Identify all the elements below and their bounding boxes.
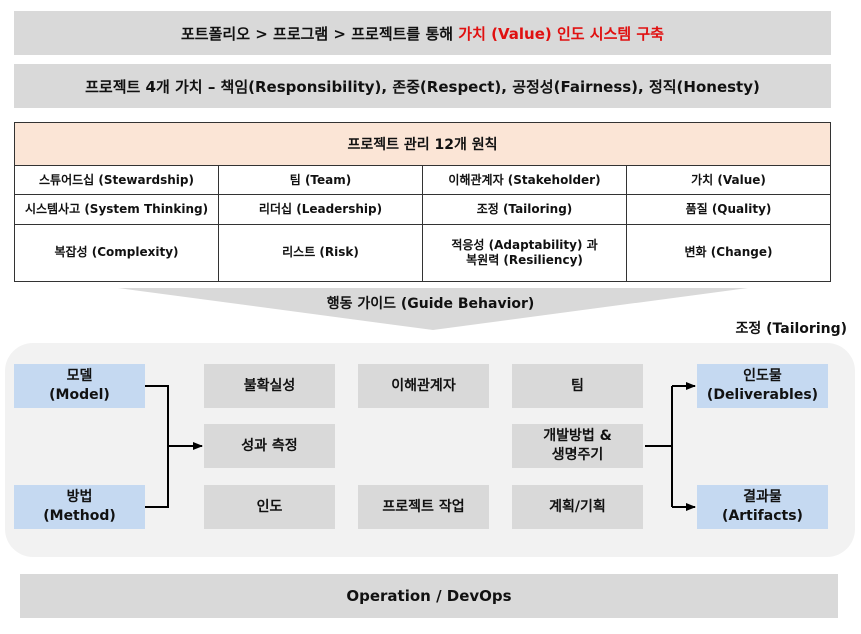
method-box: 방법 (Method)	[14, 485, 145, 529]
footer-text: Operation / DevOps	[346, 587, 512, 605]
footer-bar: Operation / DevOps	[20, 574, 838, 618]
table-row: 시스템사고 (System Thinking) 리더십 (Leadership)…	[14, 194, 831, 225]
guide-behavior-label: 행동 가이드 (Guide Behavior)	[326, 296, 535, 312]
header-title-black: 포트폴리오 > 프로그램 > 프로젝트를 통해	[181, 24, 459, 43]
domain-planning: 계획/기획	[512, 485, 643, 529]
principle-tailoring: 조정 (Tailoring)	[422, 194, 627, 225]
domain-stakeholders: 이해관계자	[358, 364, 489, 408]
table-row: 스튜어드십 (Stewardship) 팀 (Team) 이해관계자 (Stak…	[14, 164, 831, 196]
domain-team: 팀	[512, 364, 643, 408]
principle-complexity: 복잡성 (Complexity)	[14, 223, 219, 283]
header-bar: 포트폴리오 > 프로그램 > 프로젝트를 통해 가치 (Value) 인도 시스…	[14, 11, 831, 55]
model-box: 모델 (Model)	[14, 364, 145, 408]
principle-stewardship: 스튜어드십 (Stewardship)	[14, 164, 219, 196]
values-bar: 프로젝트 4개 가치 – 책임(Responsibility), 존중(Resp…	[14, 64, 831, 108]
domain-dev-approach: 개발방법 & 생명주기	[512, 424, 643, 468]
principle-quality: 품질 (Quality)	[626, 194, 831, 225]
domain-delivery: 인도	[204, 485, 335, 529]
tailoring-label: 조정 (Tailoring)	[735, 321, 847, 337]
principle-value: 가치 (Value)	[626, 164, 831, 196]
principle-stakeholder: 이해관계자 (Stakeholder)	[422, 164, 627, 196]
principle-system-thinking: 시스템사고 (System Thinking)	[14, 194, 219, 225]
principle-leadership: 리더십 (Leadership)	[218, 194, 423, 225]
principles-title: 프로젝트 관리 12개 원칙	[14, 122, 831, 166]
principles-table: 프로젝트 관리 12개 원칙 스튜어드십 (Stewardship) 팀 (Te…	[14, 122, 831, 283]
principle-risk: 리스트 (Risk)	[218, 223, 423, 283]
table-row: 복잡성 (Complexity) 리스트 (Risk) 적응성 (Adaptab…	[14, 223, 831, 283]
principle-change: 변화 (Change)	[626, 223, 831, 283]
header-title-red: 가치 (Value) 인도 시스템 구축	[458, 24, 664, 43]
domain-uncertainty: 불확실성	[204, 364, 335, 408]
artifacts-box: 결과물 (Artifacts)	[697, 485, 828, 529]
guide-funnel-arrow	[118, 288, 748, 330]
values-text: 프로젝트 4개 가치 – 책임(Responsibility), 존중(Resp…	[85, 77, 760, 96]
principle-adaptability: 적응성 (Adaptability) 과 복원력 (Resiliency)	[422, 223, 627, 283]
deliverables-box: 인도물 (Deliverables)	[697, 364, 828, 408]
domain-performance: 성과 측정	[204, 424, 335, 468]
domain-project-work: 프로젝트 작업	[358, 485, 489, 529]
principle-team: 팀 (Team)	[218, 164, 423, 196]
